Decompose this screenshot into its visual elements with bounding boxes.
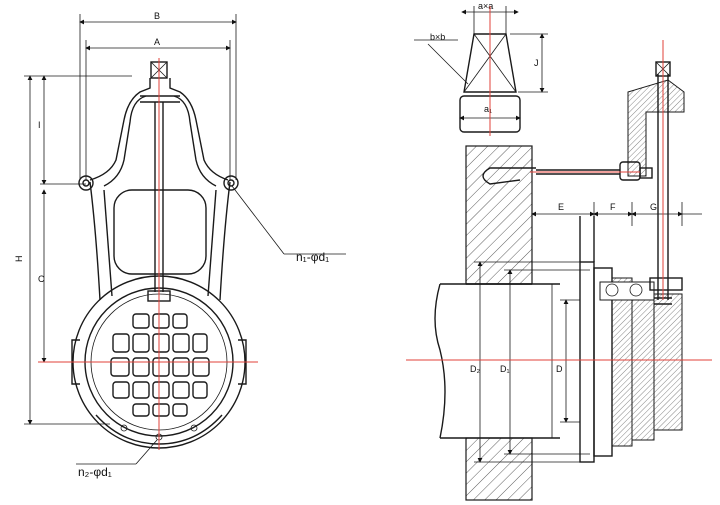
dim-g-label: G <box>650 202 657 212</box>
dim-a1-label: a₁ <box>484 104 492 114</box>
dim-j-label: J <box>534 58 539 68</box>
callout-ear-holes-label: n₁-φd₁ <box>296 250 329 264</box>
dim-a-label: A <box>154 37 160 47</box>
disk-grid <box>110 313 210 417</box>
front-view: B A H I C <box>14 11 346 479</box>
flange-frame <box>579 216 683 463</box>
dim-a: A <box>85 37 231 180</box>
dim-b: B <box>79 11 237 180</box>
top-bracket <box>482 79 685 185</box>
dim-axa-label: a×a <box>478 1 493 11</box>
callout-bottom-holes: n₂-φd₁ <box>76 439 158 479</box>
dim-bxb-label: b×b <box>430 32 445 42</box>
callout-bottom-holes-label: n₂-φd₁ <box>78 465 112 479</box>
dim-d2-label: D₂ <box>470 364 480 374</box>
side-view: a×a b×b J a₁ <box>406 1 712 501</box>
dim-c-label: C <box>38 274 45 284</box>
dim-d-label: D <box>556 364 563 374</box>
dim-b-label: B <box>154 11 160 21</box>
dim-f-label: F <box>610 202 616 212</box>
dim-i-label: I <box>38 120 41 130</box>
dim-e-label: E <box>558 202 564 212</box>
dim-c: C <box>38 189 80 363</box>
dim-diameters: D₂ D₁ D <box>470 261 590 463</box>
callout-ear-holes: n₁-φd₁ <box>231 185 346 264</box>
stem-head-detail: a×a b×b J a₁ <box>414 1 548 136</box>
dim-h-label: H <box>14 256 24 263</box>
dim-efg: E F G <box>531 202 702 226</box>
wall-section <box>465 145 533 501</box>
front-centerlines <box>38 58 258 450</box>
dim-d1-label: D₁ <box>500 364 510 374</box>
pipe <box>434 283 560 439</box>
side-centerlines <box>406 40 712 361</box>
dim-i: I <box>38 75 86 185</box>
